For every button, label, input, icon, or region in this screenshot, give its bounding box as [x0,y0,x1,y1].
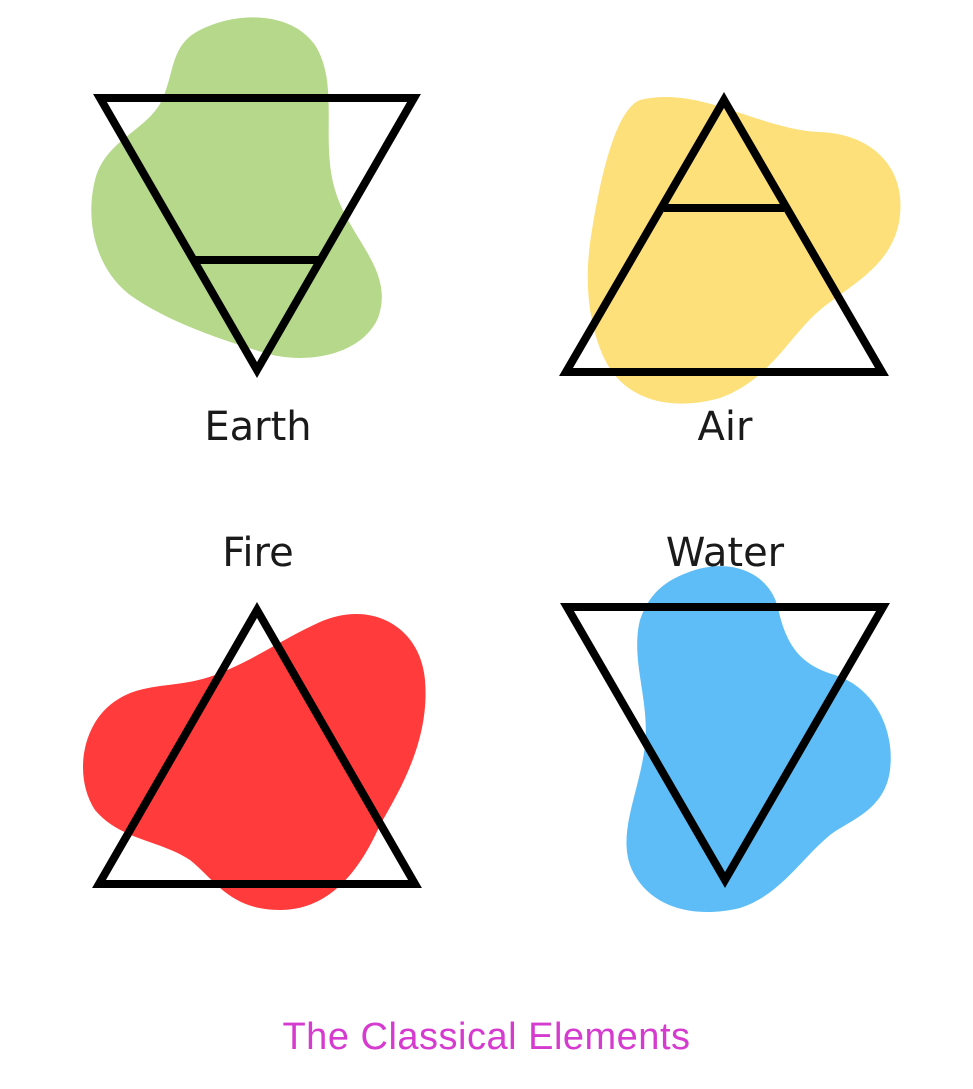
earth-label: Earth [204,404,311,450]
water-element: Water [560,530,891,913]
fire-element: Fire [83,530,426,910]
fire-label: Fire [222,530,293,576]
air-symbol-icon [559,92,889,376]
fire-triangle [92,601,422,888]
earth-symbol-icon [93,94,421,379]
air-blob [587,96,901,404]
earth-element: Earth [91,17,421,450]
fire-symbol-icon [92,601,422,888]
water-blob [626,566,891,913]
air-label: Air [698,404,753,450]
water-triangle [560,603,890,888]
fire-blob [83,614,426,910]
water-label: Water [666,530,785,576]
air-element: Air [559,92,901,450]
air-triangle [559,92,889,376]
earth-blob [91,17,382,358]
diagram-caption: The Classical Elements [282,1016,691,1058]
earth-triangle [93,94,421,379]
water-symbol-icon [560,603,890,888]
